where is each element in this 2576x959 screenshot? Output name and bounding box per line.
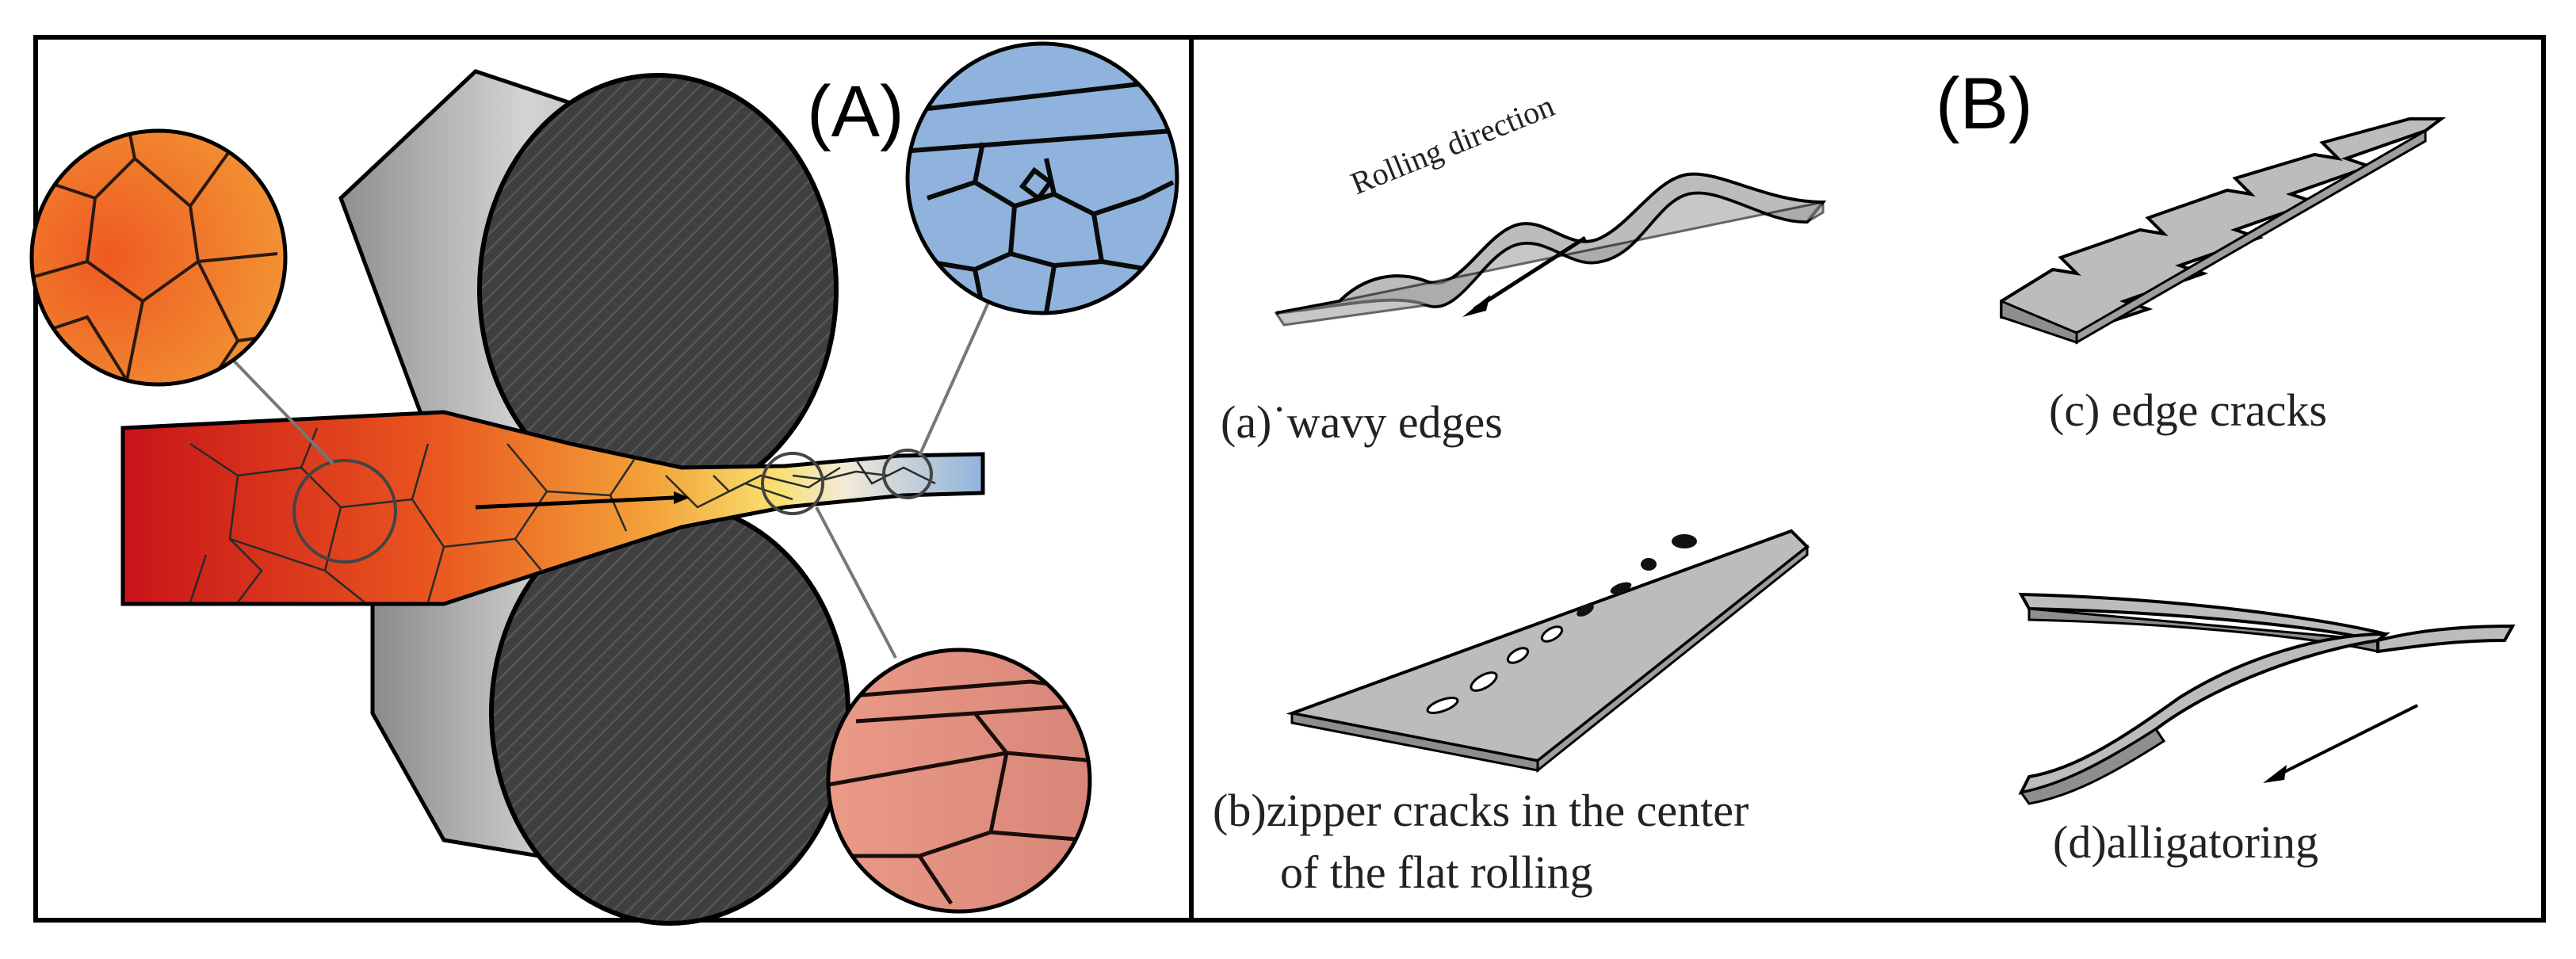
rolling-arrow-a	[1473, 235, 1587, 311]
grain-circle-rolled	[826, 648, 1092, 914]
defect-wavy-edges	[1274, 172, 1827, 327]
panel-b-label: (B)	[1936, 63, 2033, 144]
caption-a: (a)˙wavy edges	[1221, 396, 1503, 448]
defect-edge-cracks	[2000, 117, 2446, 345]
leader-line-pink	[815, 506, 897, 659]
bottom-roll	[370, 501, 850, 926]
grain-circle-cold	[905, 41, 1179, 315]
caption-b-line1: (b)zipper cracks in the center	[1213, 785, 1749, 836]
zipper-crack	[1426, 697, 1459, 714]
zipper-crack	[1470, 671, 1498, 692]
zoom-ring-2	[761, 452, 824, 515]
zoom-ring-1	[292, 459, 397, 564]
caption-c: (c) edge cracks	[2049, 384, 2327, 436]
zipper-crack	[1506, 647, 1530, 664]
top-roll	[338, 69, 839, 506]
grain-circle-hot	[29, 128, 288, 387]
panel-divider	[1189, 35, 1194, 923]
zipper-crack	[1672, 534, 1697, 548]
caption-d: (d)alligatoring	[2053, 816, 2319, 868]
defect-zipper-cracks	[1286, 529, 1810, 774]
panel-a-label: (A)	[807, 71, 904, 152]
flow-arrow	[475, 495, 675, 510]
leader-line-blue	[918, 296, 992, 457]
metal-slab	[120, 410, 985, 606]
zipper-crack	[1641, 558, 1657, 571]
zoom-ring-3	[882, 449, 933, 499]
zipper-crack	[1577, 604, 1594, 617]
defect-alligatoring	[2018, 592, 2516, 805]
caption-b-line2: of the flat rolling	[1280, 846, 1593, 898]
zipper-crack	[1610, 582, 1632, 594]
leader-line-orange	[228, 355, 334, 465]
rolling-arrow-d	[2274, 704, 2418, 778]
zipper-crack	[1540, 625, 1564, 643]
